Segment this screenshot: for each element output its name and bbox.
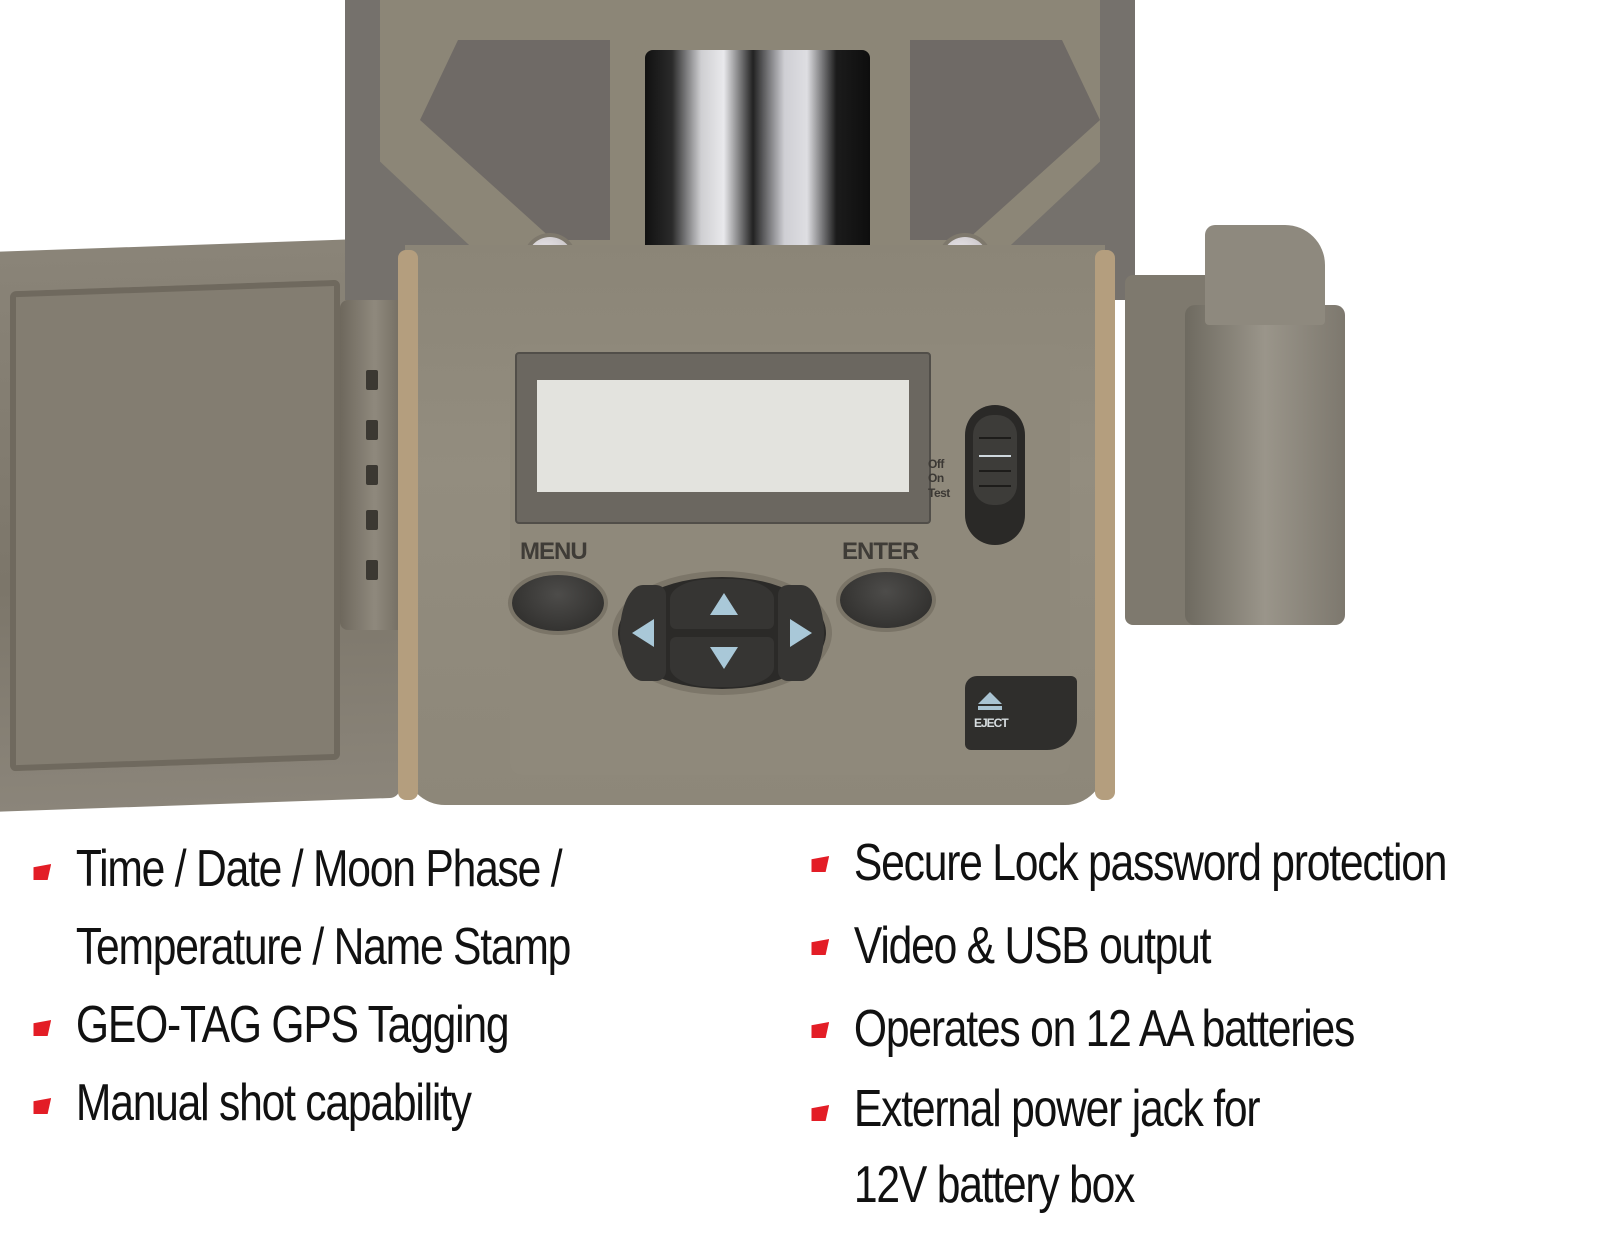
- dpad-up-button[interactable]: [670, 579, 774, 629]
- feature-item: Video & USB output: [808, 905, 1446, 988]
- bullet-icon: [33, 1098, 52, 1114]
- dpad: [618, 577, 826, 689]
- feature-item: External power jack for 12V battery box: [808, 1071, 1446, 1223]
- power-mode-switch[interactable]: [965, 405, 1025, 545]
- bullet-icon: [811, 1105, 830, 1121]
- feature-column-left: Time / Date / Moon Phase / Temperature /…: [30, 830, 689, 1142]
- feature-item: Secure Lock password protection: [808, 822, 1447, 905]
- trail-camera-photo: MENU ENTER Off On Test EJECT: [0, 0, 1365, 813]
- bullet-icon: [811, 939, 830, 955]
- arrow-up-icon: [710, 593, 738, 615]
- dpad-down-button[interactable]: [670, 637, 774, 687]
- arrow-down-icon: [710, 647, 738, 669]
- bullet-icon: [33, 864, 52, 880]
- mounting-latch: [1125, 215, 1365, 635]
- menu-label: MENU: [520, 538, 588, 565]
- arrow-right-icon: [790, 619, 812, 647]
- bullet-icon: [33, 1020, 52, 1036]
- bullet-icon: [811, 1022, 830, 1038]
- enter-button[interactable]: [840, 572, 932, 628]
- switch-label-on: On: [928, 471, 944, 485]
- switch-knob[interactable]: [973, 415, 1017, 505]
- switch-label-off: Off: [928, 457, 944, 471]
- eject-label: EJECT: [974, 716, 1009, 730]
- dpad-left-button[interactable]: [620, 585, 666, 681]
- eject-button[interactable]: EJECT: [965, 676, 1077, 750]
- feature-list: Time / Date / Moon Phase / Temperature /…: [0, 830, 1600, 1260]
- feature-item: Operates on 12 AA batteries: [808, 988, 1446, 1071]
- feature-item: Time / Date / Moon Phase / Temperature /…: [30, 830, 571, 986]
- feature-item: GEO-TAG GPS Tagging: [30, 986, 570, 1064]
- enter-label: ENTER: [842, 538, 919, 565]
- lcd-screen: [537, 380, 909, 492]
- bullet-icon: [811, 856, 830, 872]
- dpad-right-button[interactable]: [778, 585, 824, 681]
- menu-button[interactable]: [512, 575, 604, 631]
- feature-column-right: Secure Lock password protection Video & …: [808, 822, 1586, 1223]
- arrow-left-icon: [632, 619, 654, 647]
- eject-icon: [978, 692, 1002, 704]
- feature-item: Manual shot capability: [30, 1064, 570, 1142]
- switch-label-test: Test: [928, 486, 950, 500]
